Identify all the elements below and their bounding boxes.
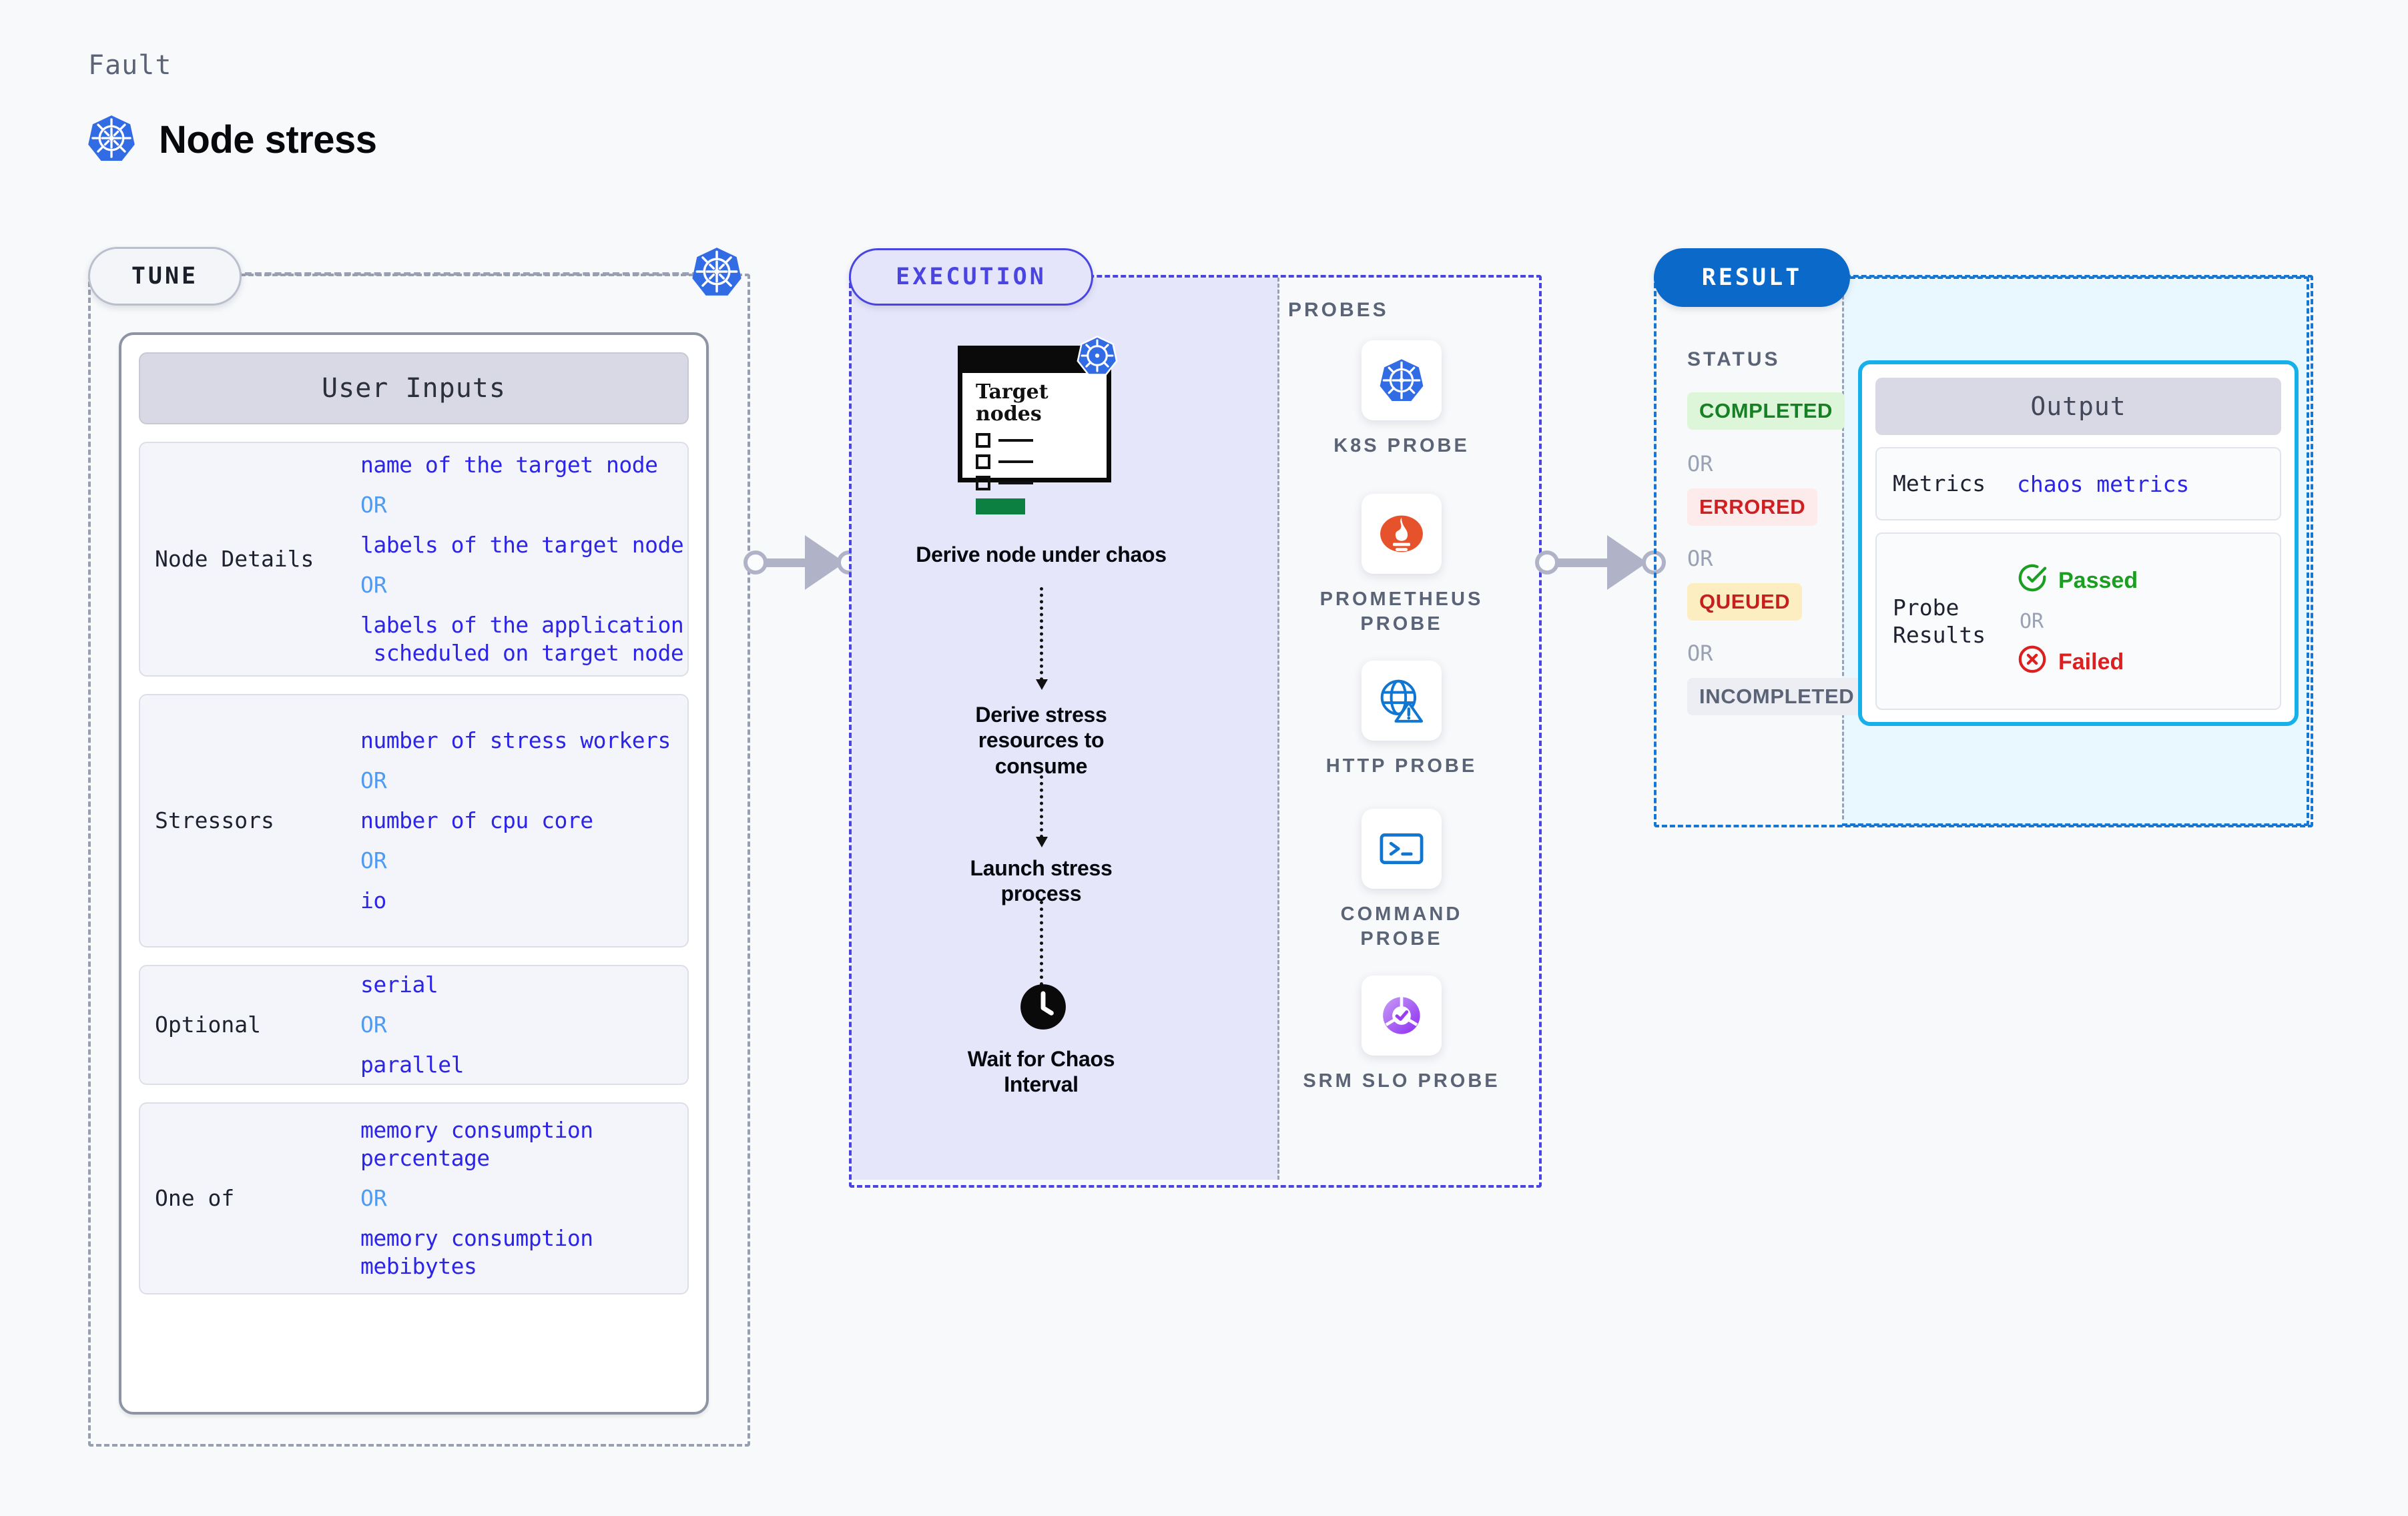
probe-label: SRM SLO PROBE xyxy=(1303,1070,1500,1092)
stage-chip-result[interactable]: RESULT xyxy=(1654,248,1850,307)
output-label: Metrics xyxy=(1893,470,1986,497)
fault-label: Fault xyxy=(88,50,172,81)
or-separator: OR xyxy=(1687,451,1713,476)
checklist-row xyxy=(976,454,1033,469)
check-circle-icon xyxy=(2017,562,2048,599)
probe-item-k8s[interactable]: K8S PROBE xyxy=(1301,340,1502,458)
prometheus-icon xyxy=(1362,494,1442,574)
checklist-row xyxy=(976,476,1033,490)
input-group-stressors[interactable]: Stressors number of stress workers OR nu… xyxy=(139,694,689,948)
input-group-label: One of xyxy=(155,1185,235,1212)
execution-step: Launch stress process xyxy=(970,856,1113,906)
probe-label: PROMETHEUS PROBE xyxy=(1319,589,1484,635)
probe-result-passed: Passed xyxy=(2017,562,2138,599)
input-group-node-details[interactable]: Node Details name of the target node OR … xyxy=(139,442,689,677)
probe-item-srm-slo[interactable]: SRM SLO PROBE xyxy=(1301,976,1502,1094)
placeholder-line xyxy=(998,460,1033,463)
probe-label: HTTP PROBE xyxy=(1325,755,1478,777)
output-group-metrics[interactable]: Metrics chaos metrics xyxy=(1875,447,2281,520)
status-badge: COMPLETED xyxy=(1687,392,1845,430)
execution-step: Wait for Chaos Interval xyxy=(967,1047,1115,1097)
connector-execution-to-result xyxy=(1535,532,1666,593)
input-value: name of the target node xyxy=(360,452,658,478)
checkbox-icon xyxy=(976,476,990,490)
page-title: Node stress xyxy=(159,118,377,161)
probe-result-label: Passed xyxy=(2058,567,2138,593)
execution-step: Derive stress resources to consume xyxy=(975,703,1107,778)
input-value: parallel xyxy=(360,1051,464,1078)
checkbox-icon xyxy=(976,454,990,469)
terminal-icon xyxy=(1362,809,1442,889)
fault-title-row: Node stress xyxy=(87,113,377,166)
input-group-one-of[interactable]: One of memory consumption percentage OR … xyxy=(139,1102,689,1294)
execution-probes-divider xyxy=(1277,278,1279,1180)
probes-label: PROBES xyxy=(1288,299,1389,321)
probe-item-prometheus[interactable]: PROMETHEUS PROBE xyxy=(1301,494,1502,637)
probe-result-label: Failed xyxy=(2058,649,2124,675)
input-group-label: Optional xyxy=(155,1012,261,1038)
input-value: labels of the application scheduled on t… xyxy=(360,611,684,666)
or-separator: OR xyxy=(360,1012,387,1038)
input-value: memory consumption percentage xyxy=(360,1117,606,1172)
tune-stage-container xyxy=(88,274,750,1447)
target-nodes-card: Target nodes xyxy=(958,336,1125,514)
connector-tune-to-execution xyxy=(743,532,861,593)
stage-chip-execution[interactable]: EXECUTION xyxy=(849,248,1093,306)
input-value: number of stress workers xyxy=(360,727,671,754)
result-stage-container xyxy=(1654,275,2313,827)
clock-icon xyxy=(1018,982,1068,1032)
or-separator: OR xyxy=(2020,609,2044,633)
stage-chip-tune[interactable]: TUNE xyxy=(88,247,242,306)
or-separator: OR xyxy=(1687,546,1713,571)
probe-item-http[interactable]: HTTP PROBE xyxy=(1301,661,1502,779)
or-separator: OR xyxy=(360,1185,387,1212)
progress-bar xyxy=(976,498,1025,514)
status-badge: INCOMPLETED xyxy=(1687,678,1867,715)
execution-stage-container xyxy=(849,275,1542,1188)
or-separator: OR xyxy=(360,767,387,794)
input-value: io xyxy=(360,887,386,913)
output-title: Output xyxy=(1875,378,2281,435)
kubernetes-icon xyxy=(1077,335,1118,376)
target-nodes-title: Target nodes xyxy=(976,380,1048,426)
probe-label: K8S PROBE xyxy=(1333,435,1470,456)
input-group-optional[interactable]: Optional serial OR parallel xyxy=(139,965,689,1085)
or-separator: OR xyxy=(360,492,387,518)
input-value: serial xyxy=(360,972,438,998)
output-value: chaos metrics xyxy=(2017,470,2190,497)
status-label: STATUS xyxy=(1687,348,1781,370)
flow-arrow xyxy=(1036,587,1048,690)
globe-warning-icon xyxy=(1362,661,1442,741)
x-circle-icon xyxy=(2017,644,2048,681)
user-inputs-title: User Inputs xyxy=(139,352,689,424)
checkbox-icon xyxy=(976,433,990,448)
input-value: number of cpu core xyxy=(360,807,593,834)
placeholder-line xyxy=(998,439,1033,442)
kubernetes-icon xyxy=(1362,340,1442,420)
or-separator: OR xyxy=(360,847,387,873)
input-group-label: Stressors xyxy=(155,807,274,834)
status-badge: QUEUED xyxy=(1687,583,1803,621)
output-label: Probe Results xyxy=(1893,594,1986,648)
probe-result-failed: Failed xyxy=(2017,644,2138,681)
slo-donut-check-icon xyxy=(1362,976,1442,1056)
flow-arrow xyxy=(1036,775,1048,847)
output-card: Output Metrics chaos metrics Probe Resul… xyxy=(1858,360,2299,726)
input-group-label: Node Details xyxy=(155,546,314,573)
probe-item-command[interactable]: COMMAND PROBE xyxy=(1301,809,1502,952)
or-separator: OR xyxy=(1687,641,1713,666)
probe-label: COMMAND PROBE xyxy=(1340,903,1463,950)
placeholder-line xyxy=(998,482,1033,484)
user-inputs-card: User Inputs Node Details name of the tar… xyxy=(119,332,709,1415)
status-badge: ERRORED xyxy=(1687,488,1818,526)
or-separator: OR xyxy=(360,572,387,598)
kubernetes-icon xyxy=(691,246,743,298)
result-status-divider xyxy=(1842,278,1844,819)
input-value: memory consumption mebibytes xyxy=(360,1224,606,1279)
kubernetes-icon xyxy=(87,113,136,166)
checklist-row xyxy=(976,433,1033,448)
output-group-probe-results[interactable]: Probe Results Passed OR xyxy=(1875,532,2281,710)
input-value: labels of the target node xyxy=(360,532,684,558)
execution-step: Derive node under chaos xyxy=(916,542,1167,566)
